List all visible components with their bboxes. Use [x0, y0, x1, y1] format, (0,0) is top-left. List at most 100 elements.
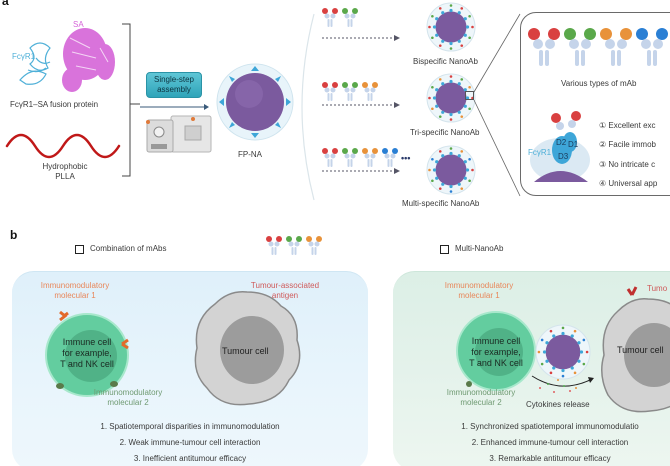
right-point-2: 2. Enhanced immune-tumour cell interacti… [471, 438, 629, 447]
left-imm1-line1: Immunomodulatory [40, 281, 110, 290]
single-step-assembly-badge: Single-step assembly [146, 72, 202, 98]
fp-na-nanoparticle-icon [216, 63, 294, 141]
trispecific-arrow-icon [322, 102, 400, 108]
left-imm1-label: Immunomodulatory molecular 1 [30, 281, 120, 301]
antibody-icon [322, 82, 338, 101]
panel-a-label: a [2, 0, 9, 8]
panel-b-label: b [10, 228, 18, 242]
fcyr1-label: FcγR1 [12, 52, 36, 61]
left-imm2-line2: molecular 2 [107, 398, 149, 407]
left-antigen-line1: Tumour-associated [250, 281, 320, 290]
right-imm1-line1: Immunomodulatory [444, 281, 514, 290]
left-immune-cell-label: Immune cell for example, T and NK cell [50, 337, 124, 370]
assembly-line1: Single-step [153, 75, 195, 84]
trispecific-antibodies [322, 82, 378, 101]
right-immune-cell-icon [456, 311, 536, 391]
sa-structure-icon [62, 28, 115, 92]
plla-label-line2: PLLA [55, 172, 75, 181]
right-immune-cell-label: Immune cell for example, T and NK cell [458, 336, 534, 369]
advantage-3: ③ No intricate c [599, 160, 656, 169]
right-immune-line1: Immune cell [471, 336, 521, 346]
trispecific-nanoab-label: Tri-specific NanoAb [410, 128, 480, 137]
bispecific-arrow-icon [322, 35, 400, 41]
zoom-fcyr1-label: FcγR1 [528, 148, 552, 157]
microfluidic-device-icon [146, 115, 212, 153]
right-tumour-cell-icon [601, 286, 670, 413]
antibody-icon [286, 236, 302, 255]
left-imm2-line1: Immunomodulatory [93, 388, 163, 397]
legend-multinanoab-label: Multi-NanoAb [455, 244, 504, 253]
right-nanoab-icon [535, 324, 591, 380]
zoom-source-box [465, 91, 474, 100]
advantage-4: ④ Universal app [599, 179, 658, 188]
antibody-icon [528, 28, 560, 66]
left-imm2-label: Immunomodulatory molecular 2 [78, 388, 178, 408]
antibody-icon [342, 8, 358, 27]
legend-combination-label: Combination of mAbs [90, 244, 167, 253]
fusion-protein-structure [19, 28, 115, 92]
left-point-3: 3. Inefficient antitumour efficacy [133, 454, 247, 463]
right-imm1-line2: molecular 1 [458, 291, 500, 300]
fusion-protein-label: FcγR1–SA fusion protein [10, 100, 99, 109]
antibody-icon [362, 82, 378, 101]
right-imm2-label: Immunomodulatory molecular 2 [436, 388, 526, 408]
right-imm1-label: Immunomodulatory molecular 1 [434, 281, 524, 301]
input-bracket [122, 23, 140, 177]
fp-na-label: FP-NA [238, 150, 262, 159]
multispecific-nanoab-label: Multi-specific NanoAb [402, 199, 480, 208]
zoom-connector-lines [473, 13, 521, 197]
fcyr1-binding-detail-icon [530, 111, 590, 182]
trispecific-nanoab-icon [426, 73, 476, 123]
branch-curve [301, 13, 315, 201]
advantage-2: ② Facile immob [599, 140, 656, 149]
left-immune-line1: Immune cell [62, 337, 112, 347]
antibody-icon [362, 148, 378, 167]
antibody-icon [636, 28, 668, 66]
combination-mab-icons [266, 236, 322, 255]
legend-combination-checkbox [75, 245, 84, 254]
antibody-icon [600, 28, 632, 66]
plla-polymer-icon [5, 133, 121, 159]
left-antigen-line2: antigen [271, 291, 299, 300]
right-immune-line3: T and NK cell [469, 358, 523, 368]
cytokines-label: Cytokines release [526, 400, 590, 409]
advantage-1: ① Excellent exc [599, 121, 656, 130]
cytokines-arrow-icon [531, 375, 594, 393]
left-point-1: 1. Spatiotemporal disparities in immunom… [100, 422, 280, 431]
left-imm1-line2: molecular 1 [54, 291, 96, 300]
left-immune-cell-icon [45, 310, 129, 397]
assembly-arrow-icon [140, 104, 209, 110]
left-tumour-cell-label: Tumour cell [222, 346, 269, 356]
multispecific-antibodies [322, 148, 398, 167]
right-imm2-line1: Immunomodulatory [446, 388, 516, 397]
right-antigen-label: Tumo [647, 284, 668, 293]
bispecific-nanoab-label: Bispecific NanoAb [413, 57, 478, 66]
mab-types-icons [528, 28, 668, 66]
antibody-icon [382, 148, 398, 167]
bispecific-nanoab-icon [426, 2, 476, 52]
left-tumour-cell-icon [194, 291, 301, 406]
antibody-icon [342, 82, 358, 101]
plla-label-line1: Hydrophobic [42, 162, 88, 171]
left-immune-line3: T and NK cell [60, 359, 114, 369]
mab-types-caption: Various types of mAb [561, 79, 637, 88]
right-point-1: 1. Synchronized spatiotemporal immunomod… [461, 422, 639, 431]
multispecific-arrow-icon [322, 168, 400, 174]
domain-d3-label: D3 [558, 152, 569, 161]
multispecific-ellipsis: ••• [401, 153, 411, 163]
legend-multinanoab-checkbox [440, 245, 449, 254]
right-tumour-cell-label: Tumour cell [617, 345, 664, 355]
antibody-icon [342, 148, 358, 167]
antibody-icon [322, 148, 338, 167]
right-immune-line2: for example, [471, 347, 521, 357]
sa-label: SA [73, 20, 84, 29]
antibody-icon [266, 236, 282, 255]
assembly-line2: assembly [157, 85, 191, 94]
domain-d2-label: D2 [556, 138, 567, 147]
left-antigen-label: Tumour-associated antigen [240, 281, 330, 301]
left-points: 1. Spatiotemporal disparities in immunom… [30, 419, 350, 466]
antibody-icon [564, 28, 596, 66]
antibody-icon [322, 8, 338, 27]
left-point-2: 2. Weak immune-tumour cell interaction [119, 438, 261, 447]
fcyr1-structure-icon [19, 42, 51, 85]
